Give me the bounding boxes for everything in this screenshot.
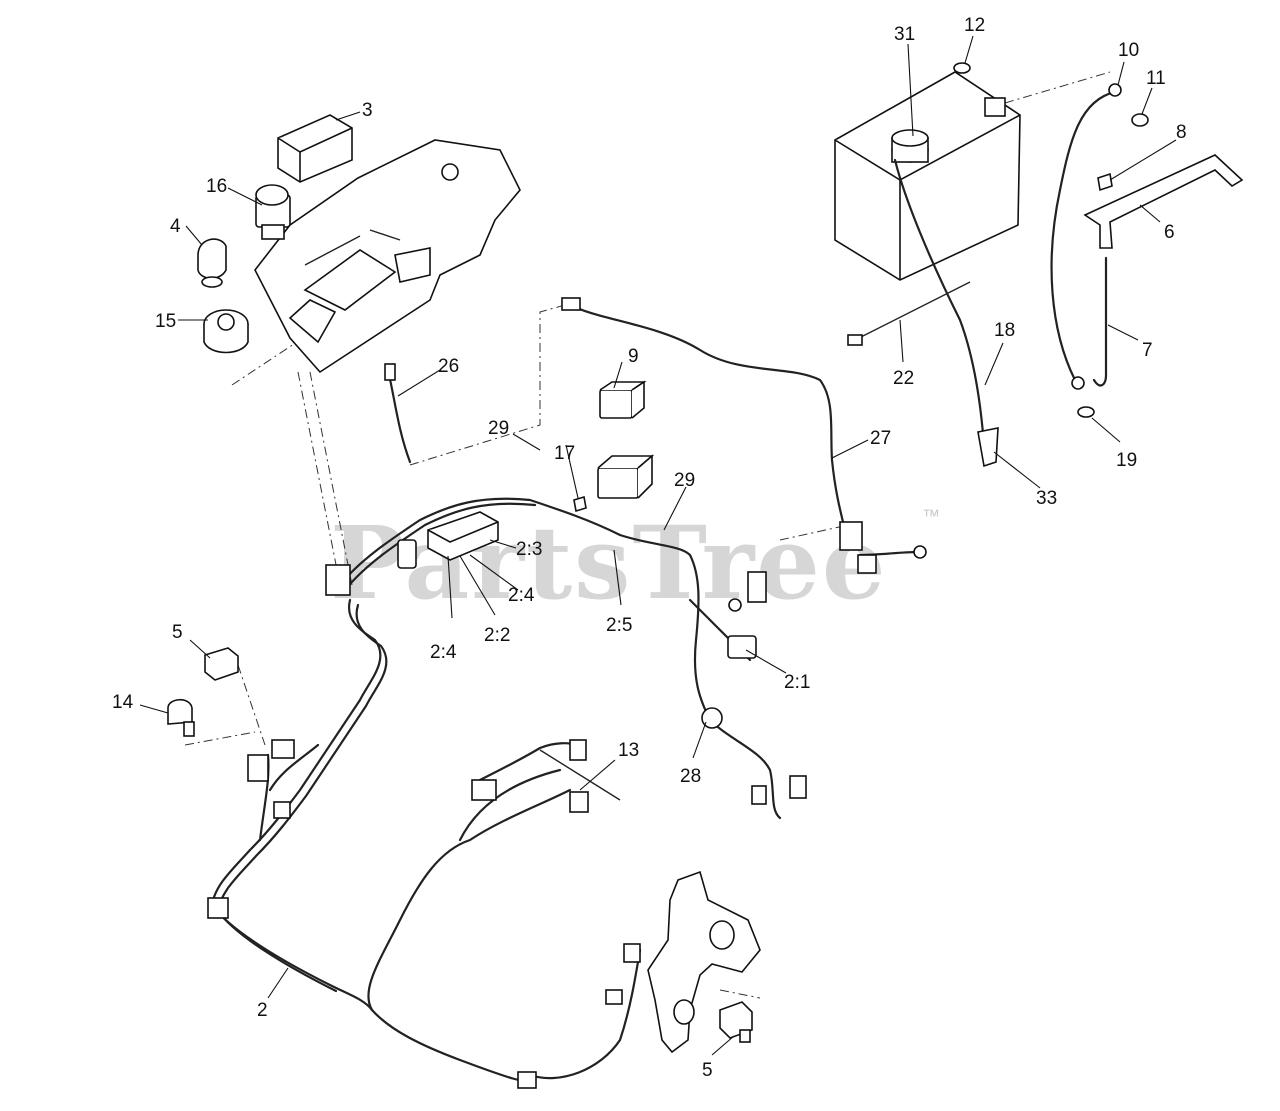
connector	[623, 943, 641, 963]
callout-29b: 29	[674, 470, 695, 491]
cable-terminal	[1071, 376, 1085, 390]
nut-8[interactable]	[1097, 172, 1113, 192]
cable-26[interactable]	[386, 368, 412, 464]
harness-clip	[517, 1071, 537, 1089]
connector	[247, 754, 269, 782]
switch-5-lower[interactable]	[719, 1001, 753, 1043]
callout-26: 26	[438, 356, 459, 377]
connector	[561, 297, 581, 311]
connector-2-1-plug[interactable]	[747, 571, 767, 603]
callout-16: 16	[206, 176, 227, 197]
connector	[271, 739, 295, 759]
clamp-28[interactable]	[701, 707, 723, 729]
brake-bracket[interactable]	[647, 870, 761, 1054]
callout-12: 12	[964, 15, 985, 36]
callout-4: 4	[170, 216, 181, 237]
strap-end	[847, 334, 863, 346]
harness-clip	[207, 897, 229, 919]
hold-down-rod-7[interactable]	[1092, 256, 1108, 387]
callout-27: 27	[870, 428, 891, 449]
callout-15: 15	[155, 311, 176, 332]
harness-clip	[273, 801, 291, 819]
battery-strap-22[interactable]	[854, 281, 971, 341]
relay-9[interactable]	[599, 380, 647, 419]
callout-2-5: 2:5	[606, 615, 632, 636]
battery-cable-18[interactable]	[893, 158, 987, 462]
watermark-trademark: ™	[922, 506, 940, 526]
ring-terminal	[913, 545, 927, 559]
callout-2-3: 2:3	[516, 539, 542, 560]
leader-lines	[139, 35, 1177, 1056]
assembly-lines	[184, 71, 1111, 999]
callout-14: 14	[112, 692, 134, 713]
connector-2-4[interactable]	[397, 539, 417, 569]
callout-17: 17	[554, 443, 575, 464]
watermark-text: PartsTree	[330, 504, 888, 622]
pto-switch-15[interactable]	[203, 309, 249, 354]
callout-labels: 31 12 10 11 8 6 7 18 22 19 33 3 16 4 15 …	[112, 15, 1187, 1081]
callout-2-4a: 2:4	[508, 585, 535, 606]
switch-14[interactable]	[167, 698, 195, 737]
connector-block[interactable]	[325, 564, 351, 596]
connector-27[interactable]	[839, 521, 863, 551]
callout-8: 8	[1176, 122, 1187, 143]
callout-18: 18	[994, 320, 1015, 341]
callout-9: 9	[628, 346, 639, 367]
ignition-switch-16[interactable]	[255, 184, 291, 240]
battery-cable-10[interactable]	[1050, 90, 1117, 382]
callout-7: 7	[1142, 340, 1153, 361]
battery[interactable]	[834, 71, 1021, 281]
callout-33: 33	[1036, 488, 1057, 509]
connector	[384, 363, 396, 381]
callout-11: 11	[1146, 68, 1166, 89]
fuse-block-2-3[interactable]	[427, 511, 499, 561]
cable-terminal	[1108, 83, 1122, 97]
ring-terminal	[728, 598, 742, 612]
nut-17[interactable]	[573, 495, 587, 513]
callout-3: 3	[362, 100, 373, 121]
connector-2-1[interactable]	[727, 635, 757, 659]
washer-19[interactable]	[1077, 406, 1095, 418]
callout-10: 10	[1118, 40, 1139, 61]
callout-2: 2	[257, 1000, 268, 1021]
callout-22: 22	[893, 368, 914, 389]
key-4[interactable]	[197, 238, 227, 288]
callout-2-1: 2:1	[784, 672, 810, 693]
cable-tie-13[interactable]	[539, 749, 621, 801]
callout-29a: 29	[488, 418, 509, 439]
terminal-boot-33[interactable]	[977, 427, 999, 468]
connector-13c[interactable]	[569, 739, 587, 761]
battery-bracket-6[interactable]	[1083, 154, 1244, 249]
connector-27b[interactable]	[857, 554, 877, 574]
switch-5-upper[interactable]	[204, 647, 239, 681]
callout-13: 13	[618, 740, 639, 761]
callout-5a: 5	[172, 622, 183, 643]
connector	[789, 775, 807, 799]
connector-13[interactable]	[471, 779, 497, 801]
wire-harness-27[interactable]	[568, 303, 847, 532]
callout-28: 28	[680, 766, 701, 787]
hour-meter-3[interactable]	[277, 114, 353, 183]
nut-11[interactable]	[1131, 113, 1149, 127]
harness-clip	[605, 989, 623, 1005]
callout-19: 19	[1116, 450, 1137, 471]
relay-socket[interactable]	[597, 454, 655, 499]
callout-31: 31	[894, 24, 915, 45]
connector-13b[interactable]	[569, 791, 589, 813]
callout-5b: 5	[702, 1060, 713, 1081]
control-panel[interactable]	[254, 139, 521, 374]
callout-2-2: 2:2	[484, 625, 510, 646]
washer-12[interactable]	[953, 62, 971, 74]
callout-6: 6	[1164, 222, 1175, 243]
main-wire-harness-2[interactable]	[210, 497, 782, 1083]
connector	[751, 785, 767, 805]
callout-2-4b: 2:4	[430, 642, 457, 663]
